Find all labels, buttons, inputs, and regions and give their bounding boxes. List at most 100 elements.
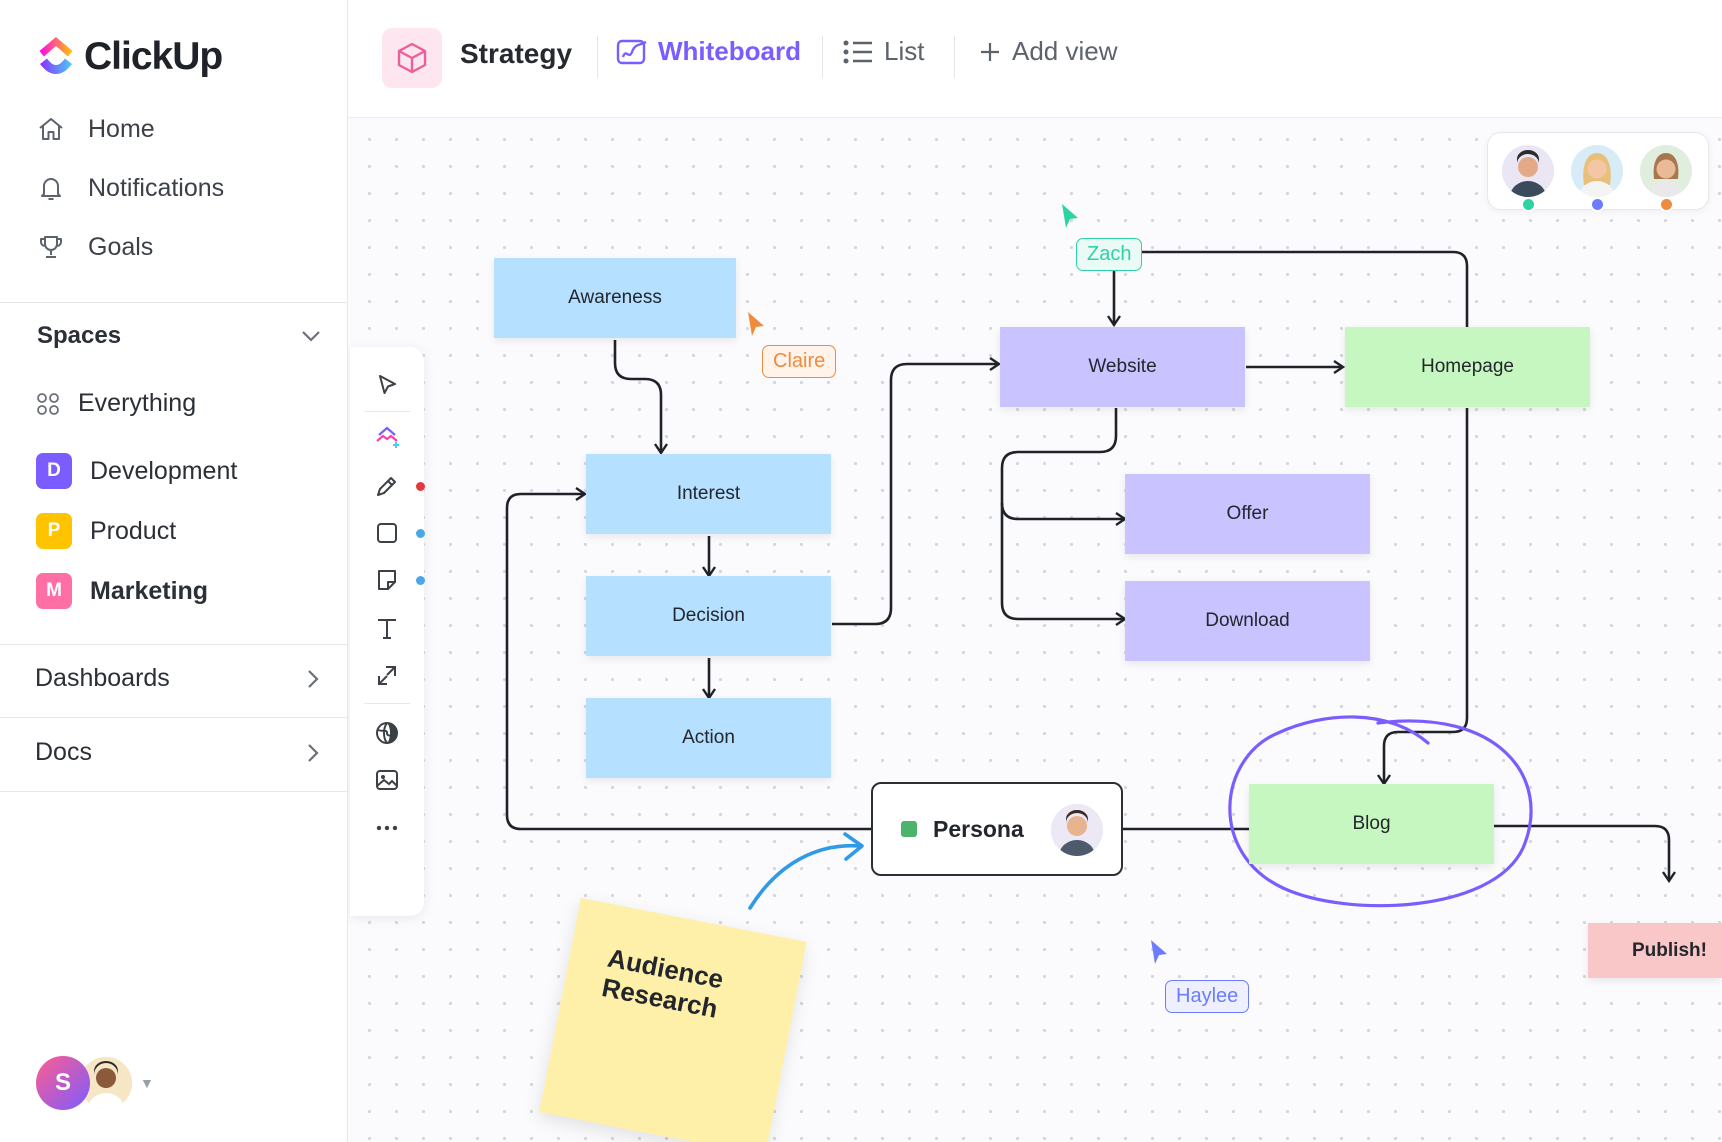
sticky-note[interactable]: Audience Research <box>539 898 807 1142</box>
spaces-heading: Spaces <box>37 322 122 349</box>
user-avatar-initial: S <box>36 1056 90 1110</box>
cursor-claire-icon <box>748 312 764 336</box>
avatar[interactable] <box>1640 145 1692 197</box>
docs-label: Docs <box>35 738 92 766</box>
cursor-label-zach: Zach <box>1076 238 1143 271</box>
space-everything-label: Everything <box>78 389 197 417</box>
sticky-note-text: Audience Research <box>599 942 726 1024</box>
home-icon <box>39 118 63 140</box>
image-tool-icon[interactable] <box>370 763 404 797</box>
person-avatar-icon <box>1502 145 1554 197</box>
space-development[interactable]: D Development <box>36 453 237 489</box>
grid-icon <box>37 392 59 415</box>
presence-dot <box>1659 197 1674 212</box>
space-label: Marketing <box>90 576 209 605</box>
shape-tool-icon[interactable] <box>370 516 404 550</box>
connector-tool-icon[interactable] <box>370 659 404 693</box>
chevron-right-icon <box>308 669 319 688</box>
add-view-label: Add view <box>1012 36 1118 66</box>
globe-tool-icon[interactable] <box>370 716 404 750</box>
cursor-label-claire: Claire <box>762 345 837 378</box>
pen-tool-icon[interactable] <box>370 469 404 503</box>
person-avatar-icon <box>1640 145 1692 197</box>
user-menu[interactable]: S ▼ <box>36 1056 154 1110</box>
cursor-label-haylee: Haylee <box>1165 980 1250 1013</box>
space-product[interactable]: P Product <box>36 513 176 549</box>
space-everything[interactable]: Everything <box>36 389 196 418</box>
trophy-icon <box>40 236 62 258</box>
caret-down-icon[interactable]: ▼ <box>140 1075 154 1091</box>
node-website[interactable]: Website <box>1000 327 1245 407</box>
space-badge: D <box>36 453 72 489</box>
select-tool-icon[interactable] <box>370 368 404 402</box>
clickup-logo[interactable]: ClickUp <box>36 34 223 80</box>
person-avatar-icon <box>1571 145 1623 197</box>
pen-color-dot <box>416 482 425 491</box>
space-label: Development <box>90 456 238 485</box>
node-publish[interactable]: Publish! <box>1588 923 1722 978</box>
ai-tool-icon[interactable] <box>370 421 404 455</box>
nav-home-label: Home <box>88 114 155 143</box>
nav-goals-label: Goals <box>88 232 154 261</box>
presence-avatars[interactable] <box>1487 132 1709 212</box>
node-action[interactable]: Action <box>586 698 831 778</box>
avatar[interactable] <box>1502 145 1554 197</box>
node-offer[interactable]: Offer <box>1125 474 1370 554</box>
space-badge: M <box>36 573 72 609</box>
node-interest[interactable]: Interest <box>586 454 831 534</box>
whiteboard-toolbar <box>350 347 425 916</box>
page-title: Strategy <box>460 38 573 69</box>
text-tool-icon[interactable] <box>370 611 404 645</box>
header-separator <box>822 36 823 78</box>
whiteboard-icon <box>616 39 647 64</box>
space-badge: P <box>36 513 72 549</box>
whiteboard-canvas[interactable]: Awareness Interest Decision Action Websi… <box>348 118 1722 1142</box>
bell-icon <box>41 178 61 200</box>
cursor-haylee-icon <box>1151 940 1167 964</box>
clickup-logo-icon <box>39 37 73 74</box>
sidebar-divider <box>0 717 347 718</box>
avatar[interactable] <box>1571 145 1623 197</box>
header-separator <box>597 36 598 78</box>
chevron-down-icon[interactable] <box>300 329 322 343</box>
view-header: Strategy Whiteboard List Add view <box>348 0 1722 118</box>
sidebar-divider <box>0 302 347 303</box>
node-download[interactable]: Download <box>1125 581 1370 661</box>
sidebar-docs[interactable]: Docs <box>35 738 320 767</box>
avatar <box>1051 804 1103 856</box>
sticky-color-dot <box>416 576 425 585</box>
space-marketing[interactable]: M Marketing <box>36 573 208 609</box>
nav-goals[interactable]: Goals <box>36 232 153 262</box>
cursor-zach-icon <box>1062 204 1078 228</box>
node-homepage[interactable]: Homepage <box>1345 327 1590 407</box>
chevron-right-icon <box>308 743 319 762</box>
node-decision[interactable]: Decision <box>586 576 831 656</box>
list-icon <box>843 40 872 63</box>
spaces-header[interactable]: Spaces <box>37 322 322 350</box>
sidebar: ClickUp Home Notifications Goals Spaces … <box>0 0 348 1142</box>
space-label: Product <box>90 516 177 545</box>
sidebar-dashboards[interactable]: Dashboards <box>35 664 320 693</box>
tab-whiteboard[interactable]: Whiteboard <box>616 36 801 67</box>
persona-label: Persona <box>933 815 1024 842</box>
person-avatar-icon <box>80 1057 132 1109</box>
status-square <box>901 821 917 837</box>
nav-home[interactable]: Home <box>36 114 155 144</box>
tab-list[interactable]: List <box>842 36 924 67</box>
node-blog[interactable]: Blog <box>1249 784 1494 864</box>
presence-dot <box>1521 197 1536 212</box>
shape-color-dot <box>416 529 425 538</box>
nav-notifications[interactable]: Notifications <box>36 173 224 203</box>
app-name: ClickUp <box>84 35 223 78</box>
node-awareness[interactable]: Awareness <box>494 258 736 338</box>
sidebar-divider <box>0 644 347 645</box>
persona-card[interactable]: Persona <box>871 782 1123 876</box>
toolbar-divider <box>364 411 410 412</box>
add-view-button[interactable]: Add view <box>978 36 1118 67</box>
header-separator <box>954 36 955 78</box>
plus-icon <box>981 42 999 61</box>
sticky-note-tool-icon[interactable] <box>370 563 404 597</box>
person-avatar-icon <box>1051 804 1103 856</box>
nav-notifications-label: Notifications <box>88 173 225 202</box>
more-options-icon[interactable] <box>370 811 404 845</box>
